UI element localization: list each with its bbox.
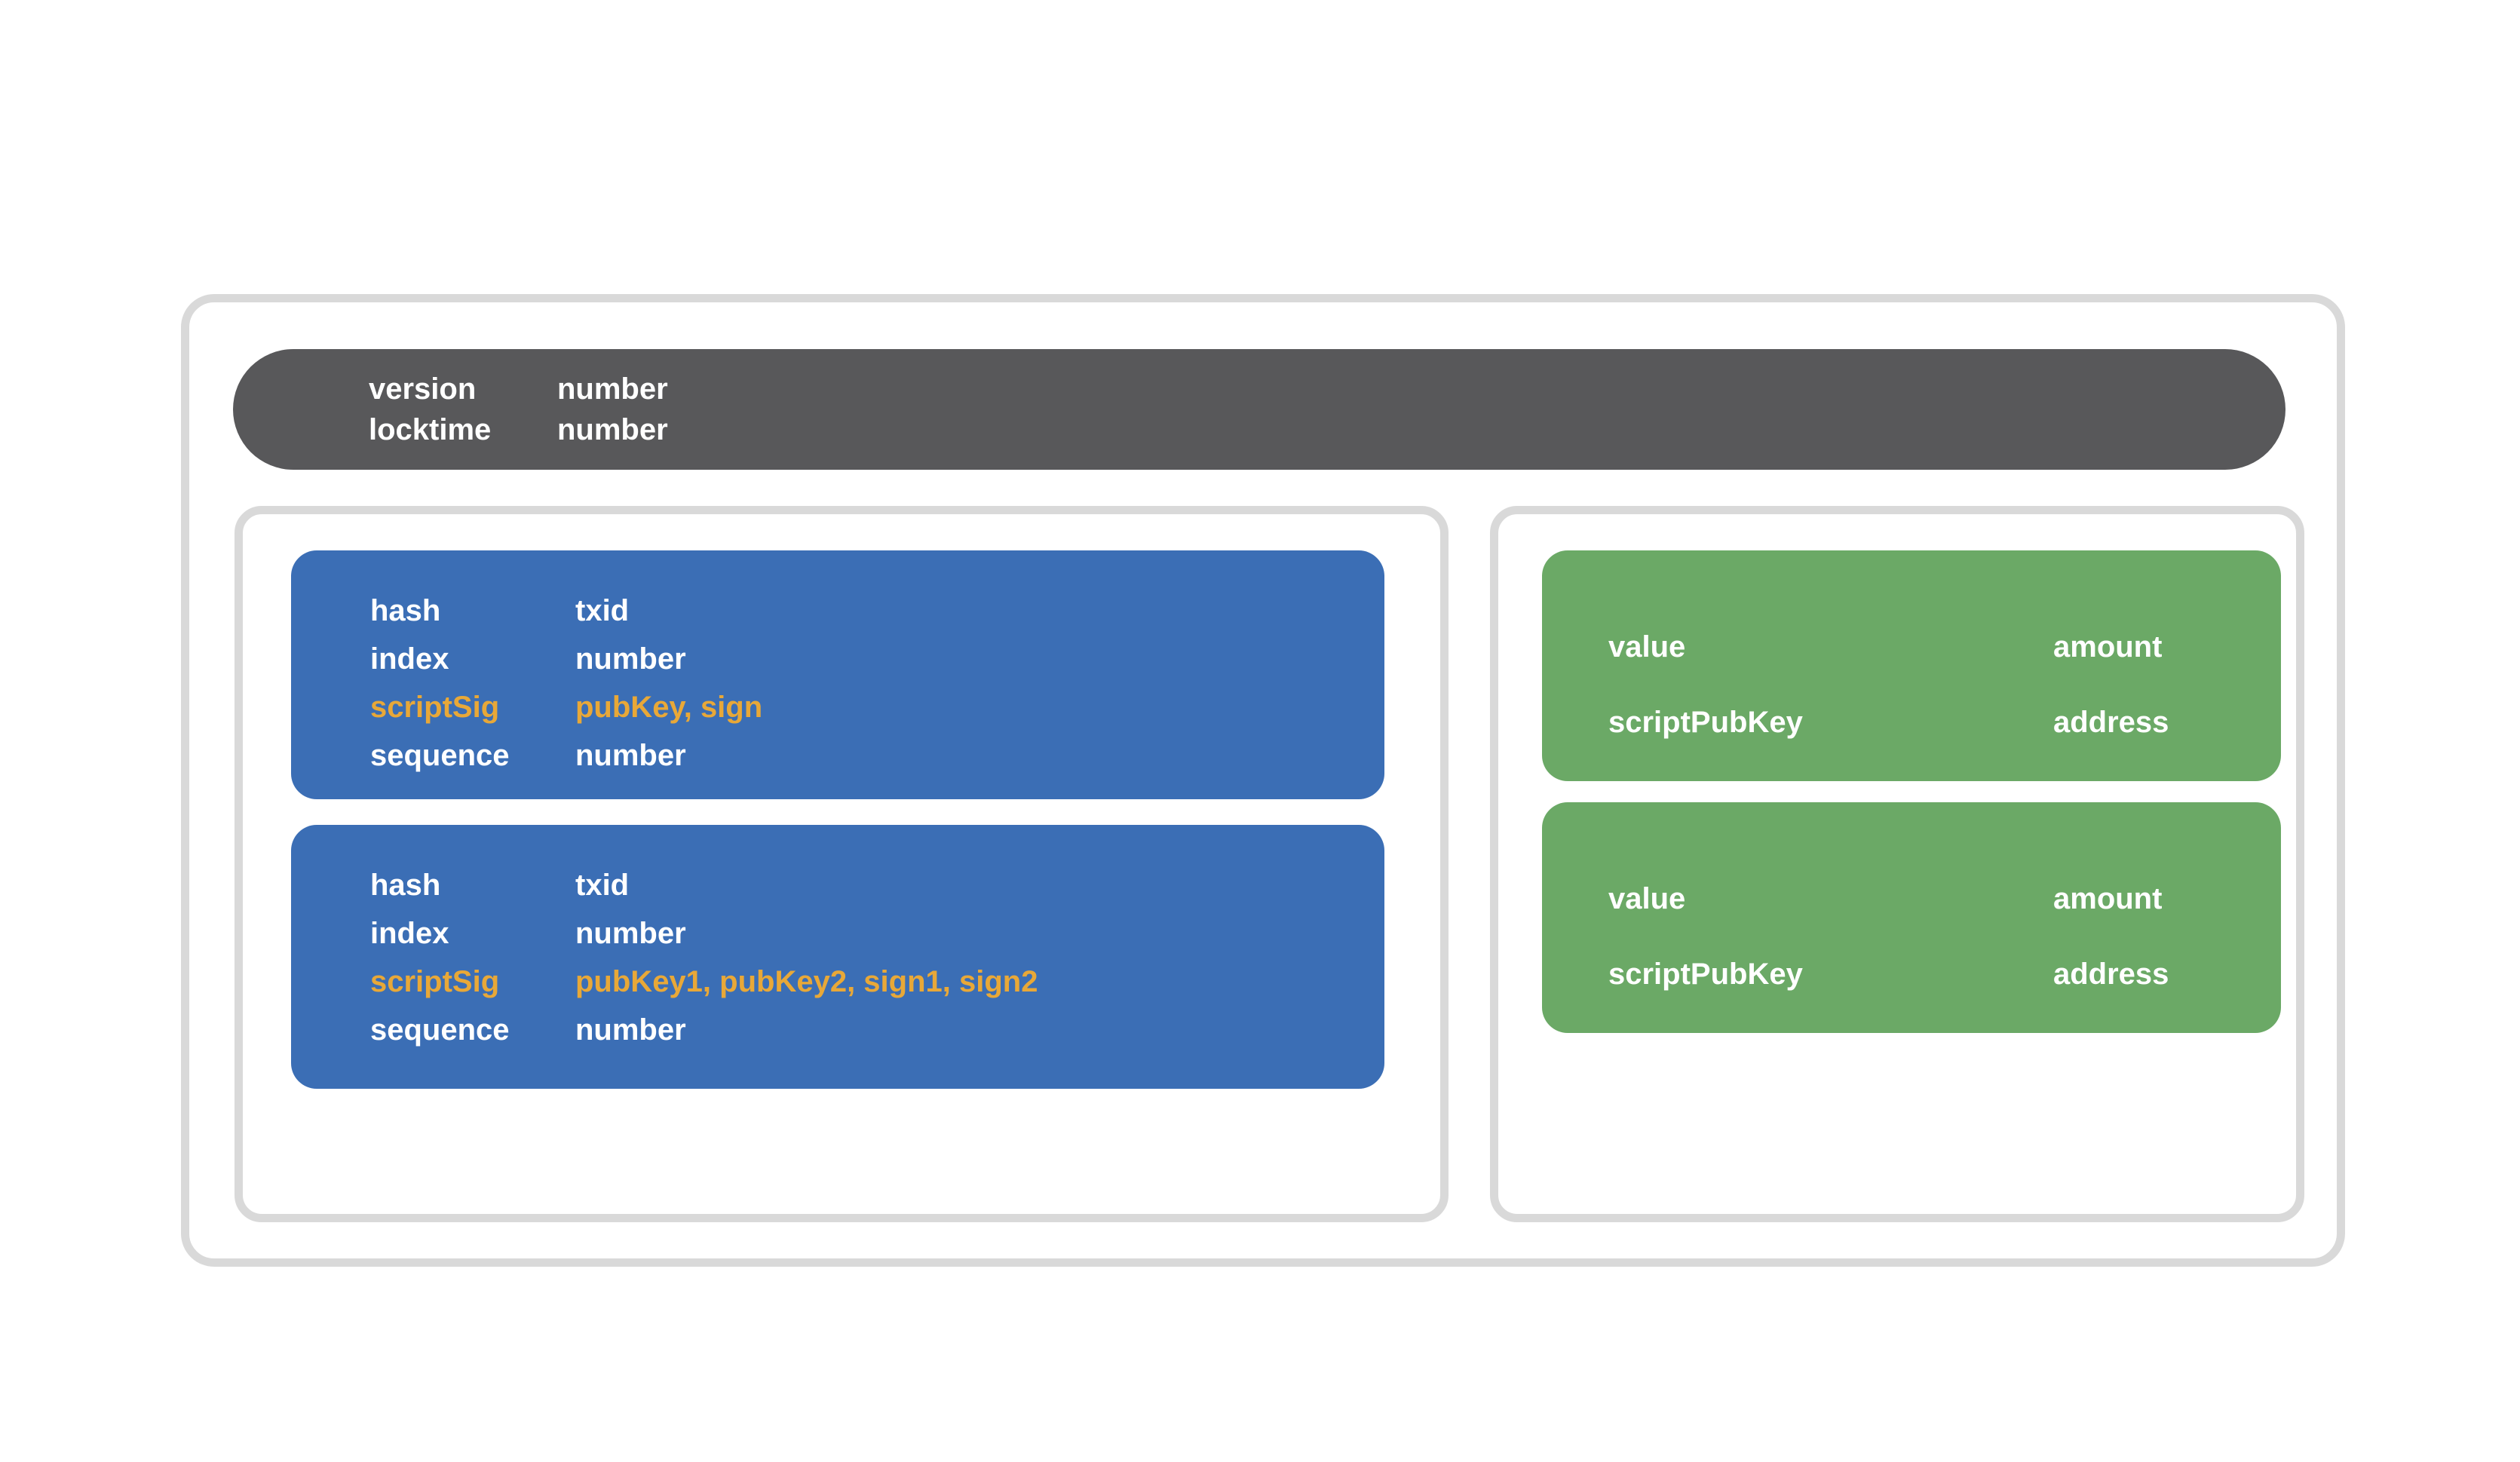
field-value: number <box>557 372 668 406</box>
output-card: value amount scriptPubKey address <box>1542 802 2281 1033</box>
field-key: locktime <box>369 413 492 446</box>
header-field-list: version number locktime number <box>369 369 668 450</box>
output-field-list: value amount scriptPubKey address <box>1608 609 2169 760</box>
output-field-list: value amount scriptPubKey address <box>1608 861 2169 1012</box>
field-row-locktime: locktime number <box>369 409 668 450</box>
field-key: scriptSig <box>370 965 500 998</box>
input-field-list: hash txid index number scriptSig pubKey,… <box>370 587 762 780</box>
field-row-scriptpubkey: scriptPubKey address <box>1608 685 2169 760</box>
field-key: value <box>1608 630 1686 664</box>
field-key: scriptPubKey <box>1608 958 1803 991</box>
field-row-index: index number <box>370 635 762 683</box>
field-value: txid <box>575 594 630 627</box>
input-card: hash txid index number scriptSig pubKey,… <box>291 550 1384 799</box>
field-value: number <box>575 642 686 676</box>
field-value: number <box>575 739 686 772</box>
field-row-sequence: sequence number <box>370 1006 1038 1054</box>
transaction-header-bar: version number locktime number <box>233 349 2285 470</box>
field-value: address <box>2053 706 2169 739</box>
field-row-value: value amount <box>1608 861 2169 936</box>
field-value: amount <box>2053 882 2163 915</box>
field-key: sequence <box>370 739 510 772</box>
field-key: scriptSig <box>370 691 500 724</box>
field-row-version: version number <box>369 369 668 409</box>
field-row-index: index number <box>370 909 1038 958</box>
field-key: hash <box>370 869 441 902</box>
outputs-panel: value amount scriptPubKey address value … <box>1490 506 2304 1222</box>
transaction-container: version number locktime number hash txid… <box>181 294 2345 1267</box>
field-key: hash <box>370 594 441 627</box>
field-row-value: value amount <box>1608 609 2169 685</box>
field-row-hash: hash txid <box>370 861 1038 909</box>
field-row-scriptsig: scriptSig pubKey1, pubKey2, sign1, sign2 <box>370 958 1038 1006</box>
field-row-sequence: sequence number <box>370 731 762 780</box>
field-value: number <box>557 413 668 446</box>
output-card: value amount scriptPubKey address <box>1542 550 2281 781</box>
field-key: value <box>1608 882 1686 915</box>
field-value: pubKey1, pubKey2, sign1, sign2 <box>575 965 1038 998</box>
field-value: number <box>575 917 686 950</box>
field-key: scriptPubKey <box>1608 706 1803 739</box>
input-field-list: hash txid index number scriptSig pubKey1… <box>370 861 1038 1054</box>
field-value: number <box>575 1013 686 1047</box>
inputs-panel: hash txid index number scriptSig pubKey,… <box>235 506 1449 1222</box>
field-row-scriptsig: scriptSig pubKey, sign <box>370 683 762 731</box>
field-value: pubKey, sign <box>575 691 763 724</box>
field-row-scriptpubkey: scriptPubKey address <box>1608 936 2169 1012</box>
field-key: sequence <box>370 1013 510 1047</box>
field-value: address <box>2053 958 2169 991</box>
field-row-hash: hash txid <box>370 587 762 635</box>
input-card: hash txid index number scriptSig pubKey1… <box>291 825 1384 1089</box>
field-value: amount <box>2053 630 2163 664</box>
field-key: index <box>370 642 449 676</box>
field-key: index <box>370 917 449 950</box>
field-value: txid <box>575 869 630 902</box>
field-key: version <box>369 372 477 406</box>
